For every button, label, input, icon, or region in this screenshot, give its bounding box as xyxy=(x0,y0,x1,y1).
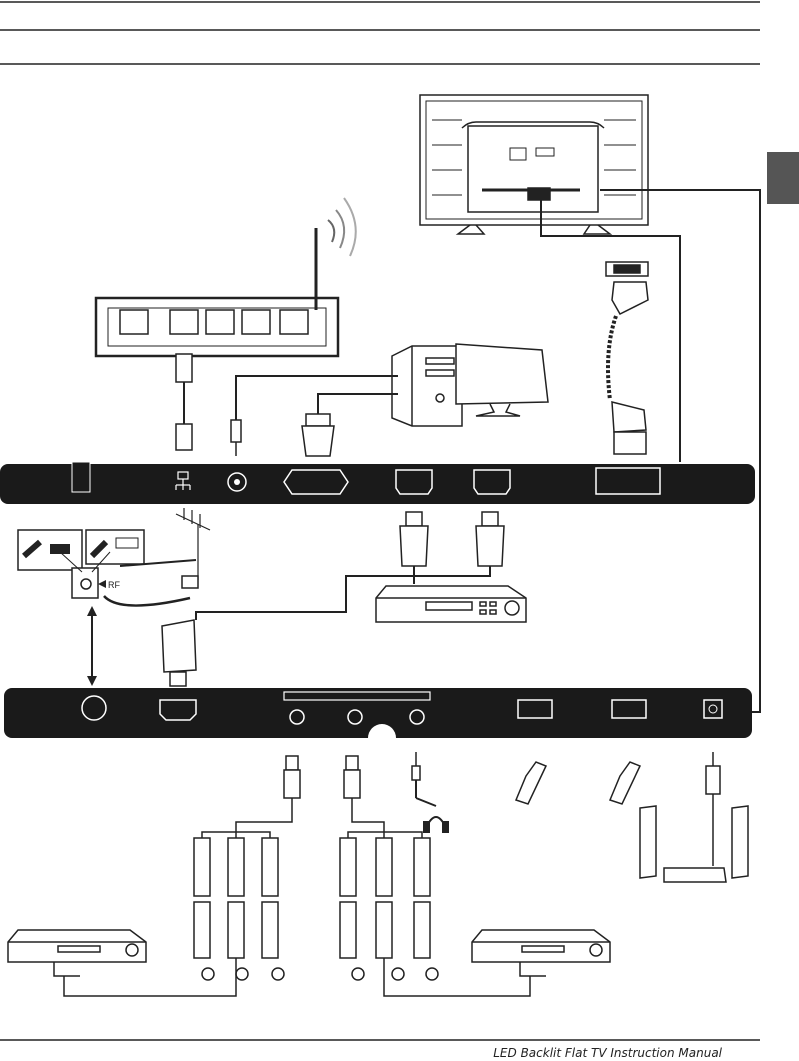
component-cables-lower xyxy=(53,958,546,997)
optical-cable xyxy=(705,752,721,866)
page-tab xyxy=(767,152,799,204)
hdmi-cables-upper xyxy=(195,566,491,620)
hdmi-plug-lower xyxy=(161,619,197,687)
headphones-icon xyxy=(415,780,449,833)
tv-back-illustration xyxy=(419,94,649,235)
set-top-box-lower-right xyxy=(471,929,611,963)
lower-connector-panel xyxy=(4,688,752,752)
rf-connector-group: RF xyxy=(17,529,199,607)
hdmi-plugs-upper xyxy=(399,511,505,567)
audio-plug xyxy=(230,419,242,456)
rca-plugs-set-left xyxy=(193,837,285,981)
network-icon xyxy=(175,471,191,490)
header-rules xyxy=(0,1,760,65)
upper-connector-panel xyxy=(0,461,755,504)
set-top-box-lower-left xyxy=(7,929,147,963)
router-icon xyxy=(94,197,357,358)
speaker-icon xyxy=(639,805,749,883)
vga-plug xyxy=(301,413,335,457)
computer-icon xyxy=(391,345,463,427)
double-arrow xyxy=(87,606,97,686)
set-top-box-upper xyxy=(375,585,527,623)
manual-title: LED Backlit Flat TV Instruction Manual xyxy=(493,1046,722,1060)
pc-cables xyxy=(235,375,398,420)
rca-plugs-set-right xyxy=(339,837,439,981)
scart-cable xyxy=(605,261,649,455)
monitor-icon xyxy=(455,343,549,417)
network-cable xyxy=(175,353,193,451)
rca-cables-lower xyxy=(201,798,423,838)
antenna-icon xyxy=(175,508,211,580)
rf-label: RF xyxy=(108,580,120,590)
tv-cables xyxy=(540,189,761,713)
rca-plugs-top xyxy=(283,752,421,799)
usb-drive-icon xyxy=(514,761,642,805)
